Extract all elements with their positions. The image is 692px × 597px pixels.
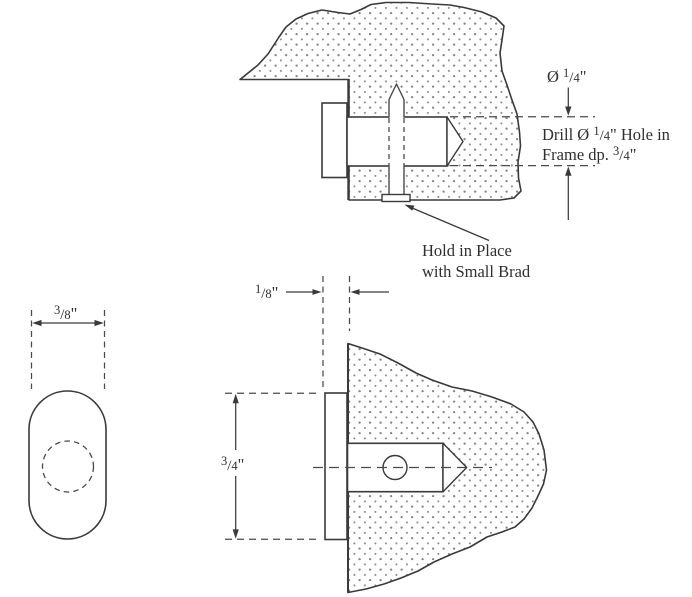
brad-note-leader [404,204,490,242]
pin-point-section [446,116,464,167]
brad-head [381,193,411,203]
offset-dimension [286,276,389,388]
section-view [239,1,595,242]
hole-extension-lines [450,116,595,167]
brad-hole-hidden [41,440,95,493]
drill-note-line1: Drill Ø 1/4" Hole in [542,124,670,144]
brad-point [389,84,404,100]
diameter-dimension-arrows [565,87,572,220]
brad-note-line1: Hold in Place [422,241,512,260]
brad-nail [381,83,411,203]
brad-note: Hold in Place with Small Brad [422,241,530,282]
pin-flange-section [321,102,348,179]
flange-height-label: 3/4" [219,452,247,476]
pin-width-dimension [30,310,106,389]
frame-cross-section [239,1,522,201]
pin-outline-side [28,390,107,540]
hole-diameter-label: Ø 1/4" [547,66,587,86]
pin-flange-front [324,392,348,541]
drill-note-line2: Frame dp. 3/4" [542,144,637,164]
brad-hidden-lines [388,118,405,166]
flange-offset-label: 1/8" [255,282,279,302]
brad-note-line2: with Small Brad [422,261,531,281]
side-view [28,310,107,540]
pin-width-label: 3/8" [54,303,78,323]
flange-height-dimension [225,392,317,540]
front-view [225,276,548,594]
